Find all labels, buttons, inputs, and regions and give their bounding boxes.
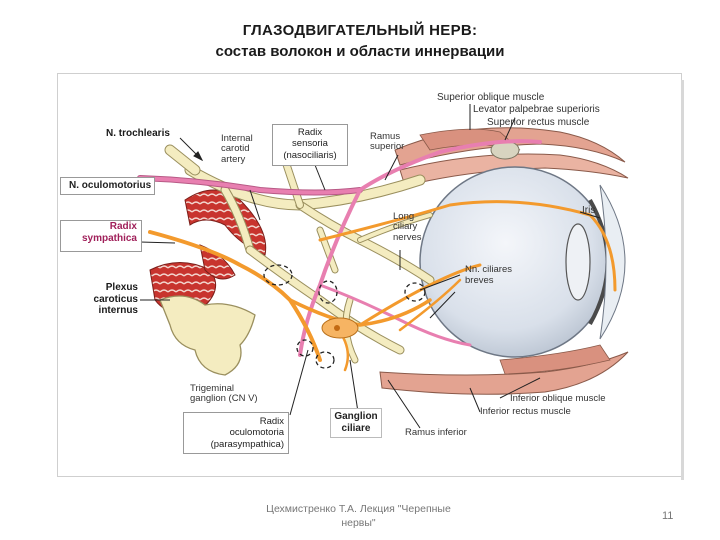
- slide-footer: Цехмистренко Т.А. Лекция "Черепные нервы…: [266, 503, 451, 530]
- sympathetic-nerve-path: [148, 200, 617, 372]
- slide-subtitle: состав волокон и области иннервации: [215, 43, 505, 60]
- label-iris: Iris: [582, 205, 596, 216]
- trigeminal-ganglion: [159, 295, 256, 376]
- label-n-trochlearis: N. trochlearis: [106, 128, 170, 139]
- dashed-markers: [263, 264, 426, 369]
- inferior-muscles: [379, 344, 629, 395]
- label-ramus-inferior: Ramus inferior: [405, 427, 467, 438]
- box-n-oculomotorius: N. oculomotorius: [60, 177, 155, 195]
- label-superior-oblique: Superior oblique muscle: [437, 92, 545, 103]
- label-superior-rectus: Superior rectus muscle: [487, 117, 590, 128]
- eyeball: [419, 166, 626, 358]
- label-inferior-oblique: Inferior oblique muscle: [510, 393, 606, 404]
- oculomotor-nerve-path: [137, 139, 542, 357]
- slide-title: ГЛАЗОДВИГАТЕЛЬНЫЙ НЕРВ:: [242, 22, 478, 39]
- ciliary-ganglion: [321, 317, 359, 339]
- label-levator: Levator palpebrae superioris: [473, 104, 600, 115]
- page-number: 11: [662, 510, 674, 522]
- sensory-nerve-tree: [164, 144, 435, 364]
- label-inferior-rectus: Inferior rectus muscle: [480, 406, 571, 417]
